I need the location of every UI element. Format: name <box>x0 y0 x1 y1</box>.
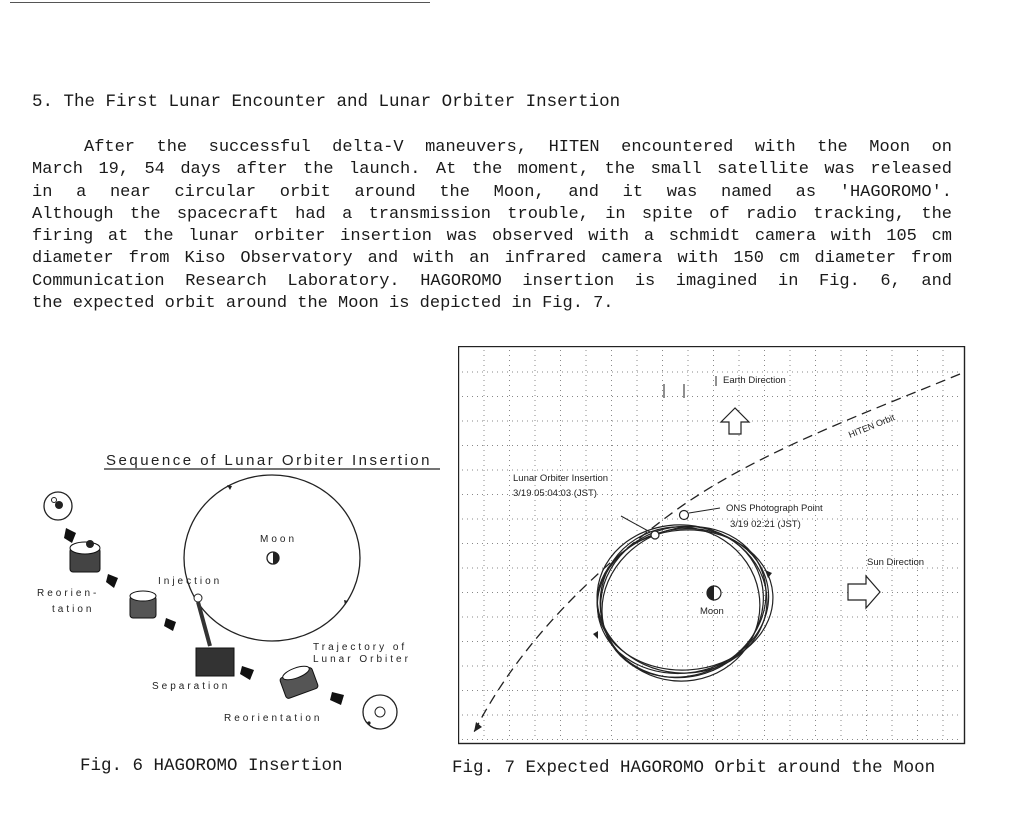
fig6-moon-label: Moon <box>260 534 297 545</box>
orbit-ellipse <box>183 474 361 642</box>
spacecraft-top-icon <box>282 665 310 681</box>
injection-label: Injection <box>158 576 222 587</box>
injection-probe-icon <box>193 593 203 603</box>
ons-time: 3/19 02:21 (JST) <box>730 519 801 530</box>
reorientation-label-1b: tation <box>52 604 94 615</box>
paragraph-line: firing at the lunar orbiter insertion wa… <box>32 227 952 247</box>
sequence-arrow-icon <box>106 574 118 588</box>
fig7-caption: Fig. 7 Expected HAGOROMO Orbit around th… <box>452 758 936 778</box>
hiten-orbit-path <box>473 373 961 733</box>
paragraph-line: Although the spacecraft had a transmissi… <box>32 204 952 224</box>
fig7-moon-label: Moon <box>700 606 724 617</box>
sequence-arrow-icon <box>164 618 176 631</box>
fig6-caption: Fig. 6 HAGOROMO Insertion <box>80 756 343 776</box>
earth-direction-label: Earth Direction <box>723 375 786 386</box>
loi-leader-line <box>620 515 651 533</box>
spacecraft-top-icon <box>129 590 157 602</box>
reorientation-label-2: Reorientation <box>224 713 322 724</box>
spacecraft-body-icon <box>55 501 63 509</box>
separation-label: Separation <box>152 681 230 692</box>
reorientation-label-1a: Reorien- <box>37 588 99 599</box>
spacecraft-antenna-icon <box>367 721 371 725</box>
trajectory-label-2: Lunar Orbiter <box>313 654 411 665</box>
orbit-direction-arrow <box>765 570 772 578</box>
orbit-direction-arrow <box>593 631 598 639</box>
sun-direction-arrow-icon <box>847 574 881 610</box>
trajectory-label-1: Trajectory of <box>313 642 407 653</box>
sequence-arrow-icon <box>330 692 344 705</box>
paragraph-line: March 19, 54 days after the launch. At t… <box>32 160 952 180</box>
paragraph-line: the expected orbit around the Moon is de… <box>32 294 614 314</box>
loi-label: Lunar Orbiter Insertion <box>513 473 608 484</box>
paragraph-line: Communication Research Laboratory. HAGOR… <box>32 271 952 291</box>
moon-shadow <box>273 552 279 564</box>
injection-exhaust-icon <box>196 601 212 647</box>
sequence-arrow-icon <box>64 528 76 543</box>
separation-module-icon <box>195 647 235 677</box>
paragraph-line: diameter from Kiso Observatory and with … <box>32 249 952 269</box>
spacecraft-top-icon <box>69 541 101 555</box>
moon-shadow <box>707 586 714 600</box>
fig6-insertion-diagram: Sequence of Lunar Orbiter Insertion Moon… <box>37 452 440 730</box>
orbit-arrow <box>227 485 232 490</box>
orbit-arrow <box>344 600 348 605</box>
section-heading: 5. The First Lunar Encounter and Lunar O… <box>32 92 621 112</box>
fig7-orbit-diagram: HITEN Orbit Moon Earth Direction Sun Dir… <box>458 346 966 745</box>
sun-direction-label: Sun Direction <box>867 557 924 568</box>
body-paragraph: After the successful delta-V maneuvers, … <box>32 137 952 315</box>
paragraph-line: After the successful delta-V maneuvers, … <box>84 138 952 157</box>
loi-time: 3/19 05:04:03 (JST) <box>513 488 597 499</box>
fig7-frame <box>458 346 966 745</box>
loi-point-marker <box>650 530 660 540</box>
spacecraft-nozzle-icon <box>86 540 94 548</box>
earth-direction-arrow-icon <box>719 407 751 435</box>
ons-point-marker <box>678 509 690 521</box>
spacecraft-body-icon <box>374 706 386 718</box>
paragraph-line: in a near circular orbit around the Moon… <box>32 182 952 202</box>
hagoromo-orbit-rings <box>596 524 774 682</box>
fig6-title: Sequence of Lunar Orbiter Insertion <box>106 452 432 469</box>
page-top-rule <box>10 2 430 3</box>
trajectory-arrowhead <box>474 722 482 732</box>
spacecraft-antenna-icon <box>51 497 57 503</box>
ons-label: ONS Photograph Point <box>726 503 823 514</box>
fig7-grid <box>462 350 962 740</box>
ons-leader-line <box>688 507 721 514</box>
sequence-arrow-icon <box>240 666 254 680</box>
